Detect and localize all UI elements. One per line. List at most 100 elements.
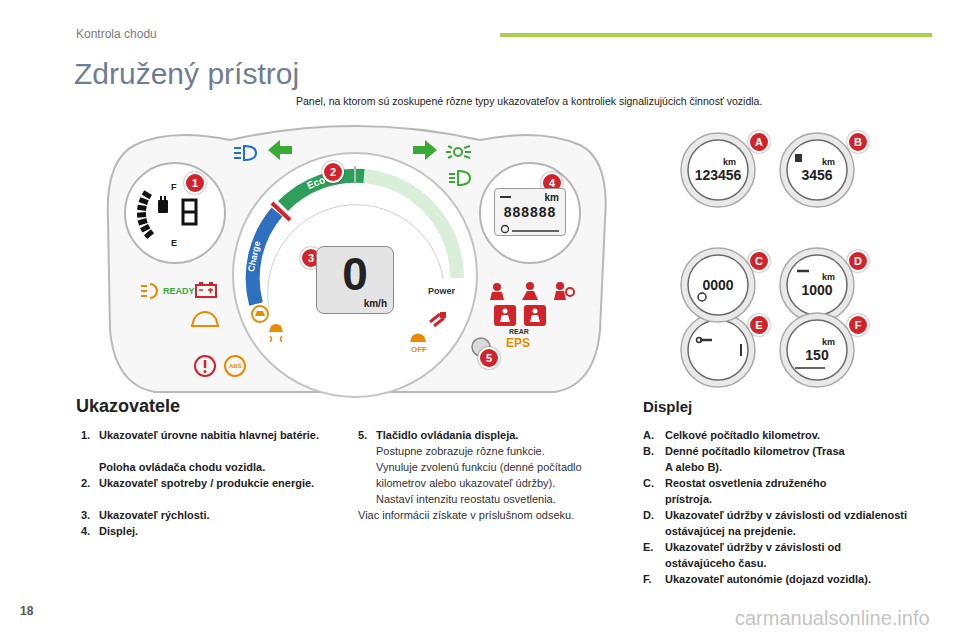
warning-lamps-part: [522, 291, 538, 300]
display-e-part: [740, 344, 742, 356]
top-indicators-part: [464, 156, 470, 158]
battery-gauge-part: [139, 197, 149, 205]
warning-lamps-part: [141, 290, 147, 292]
header-bar: [500, 33, 932, 37]
gauge-mark: E: [171, 238, 177, 248]
watermark: carmanualsonline.info: [735, 607, 930, 629]
display-e-part: [697, 338, 702, 343]
display-circle: km123456: [680, 132, 756, 208]
item-number: 4.: [81, 523, 90, 539]
power-gauge: [253, 166, 457, 308]
warning-lamps-part: [524, 305, 546, 326]
warning-lamps-part: [494, 305, 516, 326]
warning-lamps-part: [209, 282, 213, 285]
warning-lamps-part: [199, 289, 203, 291]
battery-gauge: [137, 190, 196, 239]
top-indicators-part: [449, 173, 455, 175]
battery-gauge-part: [138, 218, 148, 225]
top-indicators-part: [448, 156, 452, 158]
item-text: Denné počítadlo kilometrov (Trasa A aleb…: [665, 443, 845, 475]
cluster-body-part: [233, 153, 477, 397]
range-bar: [795, 367, 825, 369]
item-number: 2.: [81, 475, 90, 491]
cluster-body-part: [125, 163, 225, 263]
item-text: Poloha ovládača chodu vozidla.: [99, 459, 329, 475]
item-text: Ukazovateľ údržby v závislosti od vzdial…: [665, 507, 910, 539]
display-text: km: [822, 272, 835, 282]
callout-number: 1: [184, 172, 206, 194]
display-text: 123456: [695, 167, 742, 184]
warning-lamps-part: [530, 315, 540, 322]
warning-lamps-part: [210, 288, 212, 293]
indicator-text: REAR: [509, 328, 529, 336]
item-text: Ukazovateľ rýchlosti.: [99, 507, 329, 523]
top-indicators-part: [234, 152, 241, 154]
item-text: Tlačidlo ovládania displeja.: [376, 427, 631, 443]
display-screen: [787, 320, 847, 380]
display-text: km: [822, 337, 835, 347]
top-indicators-part: [449, 181, 455, 183]
wrench-icon: [500, 196, 511, 198]
top-indicators-part: [465, 151, 471, 153]
warning-lamps-part: [195, 356, 215, 376]
item-number: 3.: [81, 507, 90, 523]
display-text: km: [822, 157, 835, 167]
warning-lamps-part: [410, 334, 426, 343]
item-number: 5.: [358, 427, 367, 443]
gauge-mark: F: [171, 182, 177, 192]
display-ring: [780, 248, 854, 322]
callout-number: 2: [322, 161, 344, 183]
battery-gauge-part: [183, 200, 196, 224]
warning-lamps-part: [500, 315, 510, 322]
warning-lamps-part: [199, 282, 203, 285]
gauge-zone: Power: [428, 286, 455, 296]
item-text: Nastaví intenzitu reostatu osvetlenia.: [376, 491, 631, 507]
warning-lamps-part: [255, 311, 265, 316]
top-indicators-part: [244, 146, 256, 160]
display-screen: [787, 255, 847, 315]
battery-gauge-part: [160, 196, 162, 200]
top-indicators-part: [448, 146, 452, 148]
battery-gauge-part: [140, 224, 150, 233]
note-text: Viac informácii získate v príslušnom ods…: [358, 507, 633, 523]
item-text: Vynuluje zvolenú funkciu (denné počítadl…: [376, 459, 631, 491]
power-gauge-part: [354, 166, 356, 182]
indicator-text: EPS: [506, 337, 530, 350]
warning-lamps-part: [225, 356, 245, 376]
speed-screen: 0km/h: [316, 246, 394, 314]
display-screen: [787, 140, 847, 200]
warning-lamps-part: [440, 312, 446, 318]
display-ring: [681, 248, 755, 322]
display-text: 0: [342, 250, 368, 298]
warning-lamps-part: [252, 306, 268, 322]
warning-lamps-part: [493, 283, 501, 291]
callout-number: 5: [478, 347, 500, 369]
warning-lamps-part: [204, 360, 207, 368]
section-heading: Displej: [643, 397, 692, 417]
item-number: 1.: [81, 427, 90, 443]
item-text: Ukazovateľ spotreby / produkcie energie.: [99, 475, 329, 491]
cluster-body: [108, 126, 606, 397]
display-circle: 0000: [680, 247, 756, 323]
top-indicators: [234, 140, 471, 185]
display-screen: [688, 255, 748, 315]
battery-gauge-part: [142, 190, 152, 199]
top-indicators-part: [234, 157, 241, 159]
item-text: Celkové počítadlo kilometrov.: [665, 427, 925, 443]
warning-lamps-part: [533, 309, 538, 314]
battery-gauge-part: [183, 211, 196, 214]
display-screen: [688, 140, 748, 200]
warning-lamps-part: [554, 291, 566, 300]
lamp-text: ABS: [229, 363, 242, 370]
warning-lamps-part: [269, 324, 283, 332]
top-indicators-part: [464, 146, 470, 148]
display-ring: [780, 133, 854, 207]
battery-gauge-part: [137, 205, 147, 211]
warning-lamps-part: [526, 282, 534, 290]
battery-gauge-part: [137, 212, 146, 218]
display-circle: km3456: [779, 132, 855, 208]
callout-letter: B: [847, 131, 869, 153]
display-text: km: [723, 157, 736, 167]
display-circle: km150: [779, 312, 855, 388]
